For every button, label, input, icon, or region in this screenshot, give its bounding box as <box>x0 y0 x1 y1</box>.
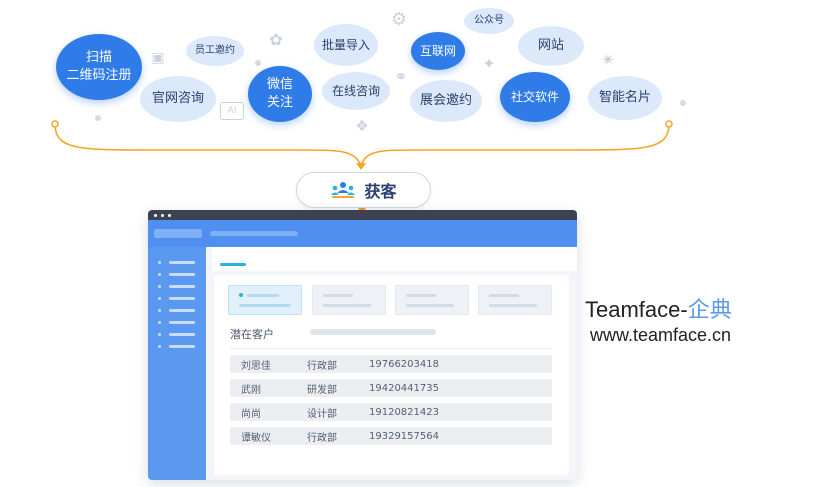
filter-card[interactable] <box>395 285 469 315</box>
main-content: 潜在客户 刘思佳 行政部 19766203418 武刚 研发部 19420441… <box>206 247 577 480</box>
row-name: 谭敏仪 <box>241 432 271 444</box>
internet-bubble: 互联网 <box>411 32 465 70</box>
sidebar-item[interactable] <box>158 345 195 348</box>
sidebar-item[interactable] <box>158 261 195 264</box>
row-name: 尚尚 <box>241 408 261 420</box>
acquire-customers-pill: 获客 <box>296 172 431 208</box>
wechat-follow-bubble: 微信 关注 <box>248 66 312 122</box>
section-placeholder <box>310 329 436 335</box>
website-bubble: 网站 <box>518 26 584 66</box>
brand-name-accent: 企典 <box>687 297 732 322</box>
row-dept: 行政部 <box>307 432 337 444</box>
row-phone: 19329157564 <box>369 430 439 442</box>
row-phone: 19120821423 <box>369 406 439 418</box>
sidebar-item[interactable] <box>158 273 195 276</box>
section-title: 潜在客户 <box>230 328 274 341</box>
decor-dot <box>680 100 686 106</box>
ai-icon: AI <box>220 102 244 120</box>
customer-panel: 潜在客户 刘思佳 行政部 19766203418 武刚 研发部 19420441… <box>214 275 569 475</box>
brand-url[interactable]: www.teamface.cn <box>590 325 732 345</box>
table-row[interactable]: 武刚 研发部 19420441735 <box>230 379 552 397</box>
online-consult-bubble: 在线咨询 <box>322 72 390 110</box>
star-icon: ✦ <box>482 53 496 73</box>
row-name: 刘思佳 <box>241 360 271 372</box>
tab-strip <box>212 247 577 271</box>
funnel-label: 获客 <box>364 182 397 201</box>
table-row[interactable]: 刘思佳 行政部 19766203418 <box>230 355 552 373</box>
gear-icon: ⚙ <box>390 8 408 30</box>
pin-icon: ❖ <box>355 117 369 135</box>
scan-qr-register-bubble: 扫描 二维码注册 <box>56 34 142 100</box>
official-consult-bubble: 官网咨询 <box>140 76 216 122</box>
window-titlebar <box>148 210 577 220</box>
divider <box>230 348 552 349</box>
team-icon <box>331 182 356 198</box>
batch-import-bubble: 批量导入 <box>314 24 378 66</box>
table-row[interactable]: 尚尚 设计部 19120821423 <box>230 403 552 421</box>
decor-dot <box>95 115 101 121</box>
decor-dot <box>255 60 261 66</box>
row-dept: 行政部 <box>307 360 337 372</box>
row-phone: 19766203418 <box>369 358 439 370</box>
employee-invite-bubble: 员工邀约 <box>186 36 244 66</box>
filter-card[interactable] <box>312 285 386 315</box>
sidebar-item[interactable] <box>158 321 195 324</box>
chat-icon: ▣ <box>151 50 165 66</box>
app-window: 潜在客户 刘思佳 行政部 19766203418 武刚 研发部 19420441… <box>148 210 577 480</box>
brand-name: Teamface-企典 <box>585 292 732 324</box>
sidebar-item[interactable] <box>158 297 195 300</box>
row-phone: 19420441735 <box>369 382 439 394</box>
share-icon: ⚭ <box>394 66 408 86</box>
app-header <box>148 220 577 247</box>
active-tab-indicator[interactable] <box>220 263 246 266</box>
row-dept: 设计部 <box>307 408 337 420</box>
sidebar-nav <box>148 247 206 480</box>
public-account-bubble: 公众号 <box>464 8 514 34</box>
social-software-bubble: 社交软件 <box>500 72 570 122</box>
brand-name-main: Teamface- <box>585 297 688 322</box>
row-dept: 研发部 <box>307 384 337 396</box>
smart-card-bubble: 智能名片 <box>588 76 662 120</box>
sidebar-item[interactable] <box>158 309 195 312</box>
filter-card[interactable] <box>478 285 552 315</box>
filter-card[interactable] <box>228 285 302 315</box>
expo-invite-bubble: 展会邀约 <box>410 80 482 122</box>
paw-icon: ✿ <box>269 29 283 49</box>
row-name: 武刚 <box>241 384 261 396</box>
apple-icon: ✴ <box>600 49 616 71</box>
sidebar-item[interactable] <box>158 285 195 288</box>
sidebar-item[interactable] <box>158 333 195 336</box>
table-row[interactable]: 谭敏仪 行政部 19329157564 <box>230 427 552 445</box>
